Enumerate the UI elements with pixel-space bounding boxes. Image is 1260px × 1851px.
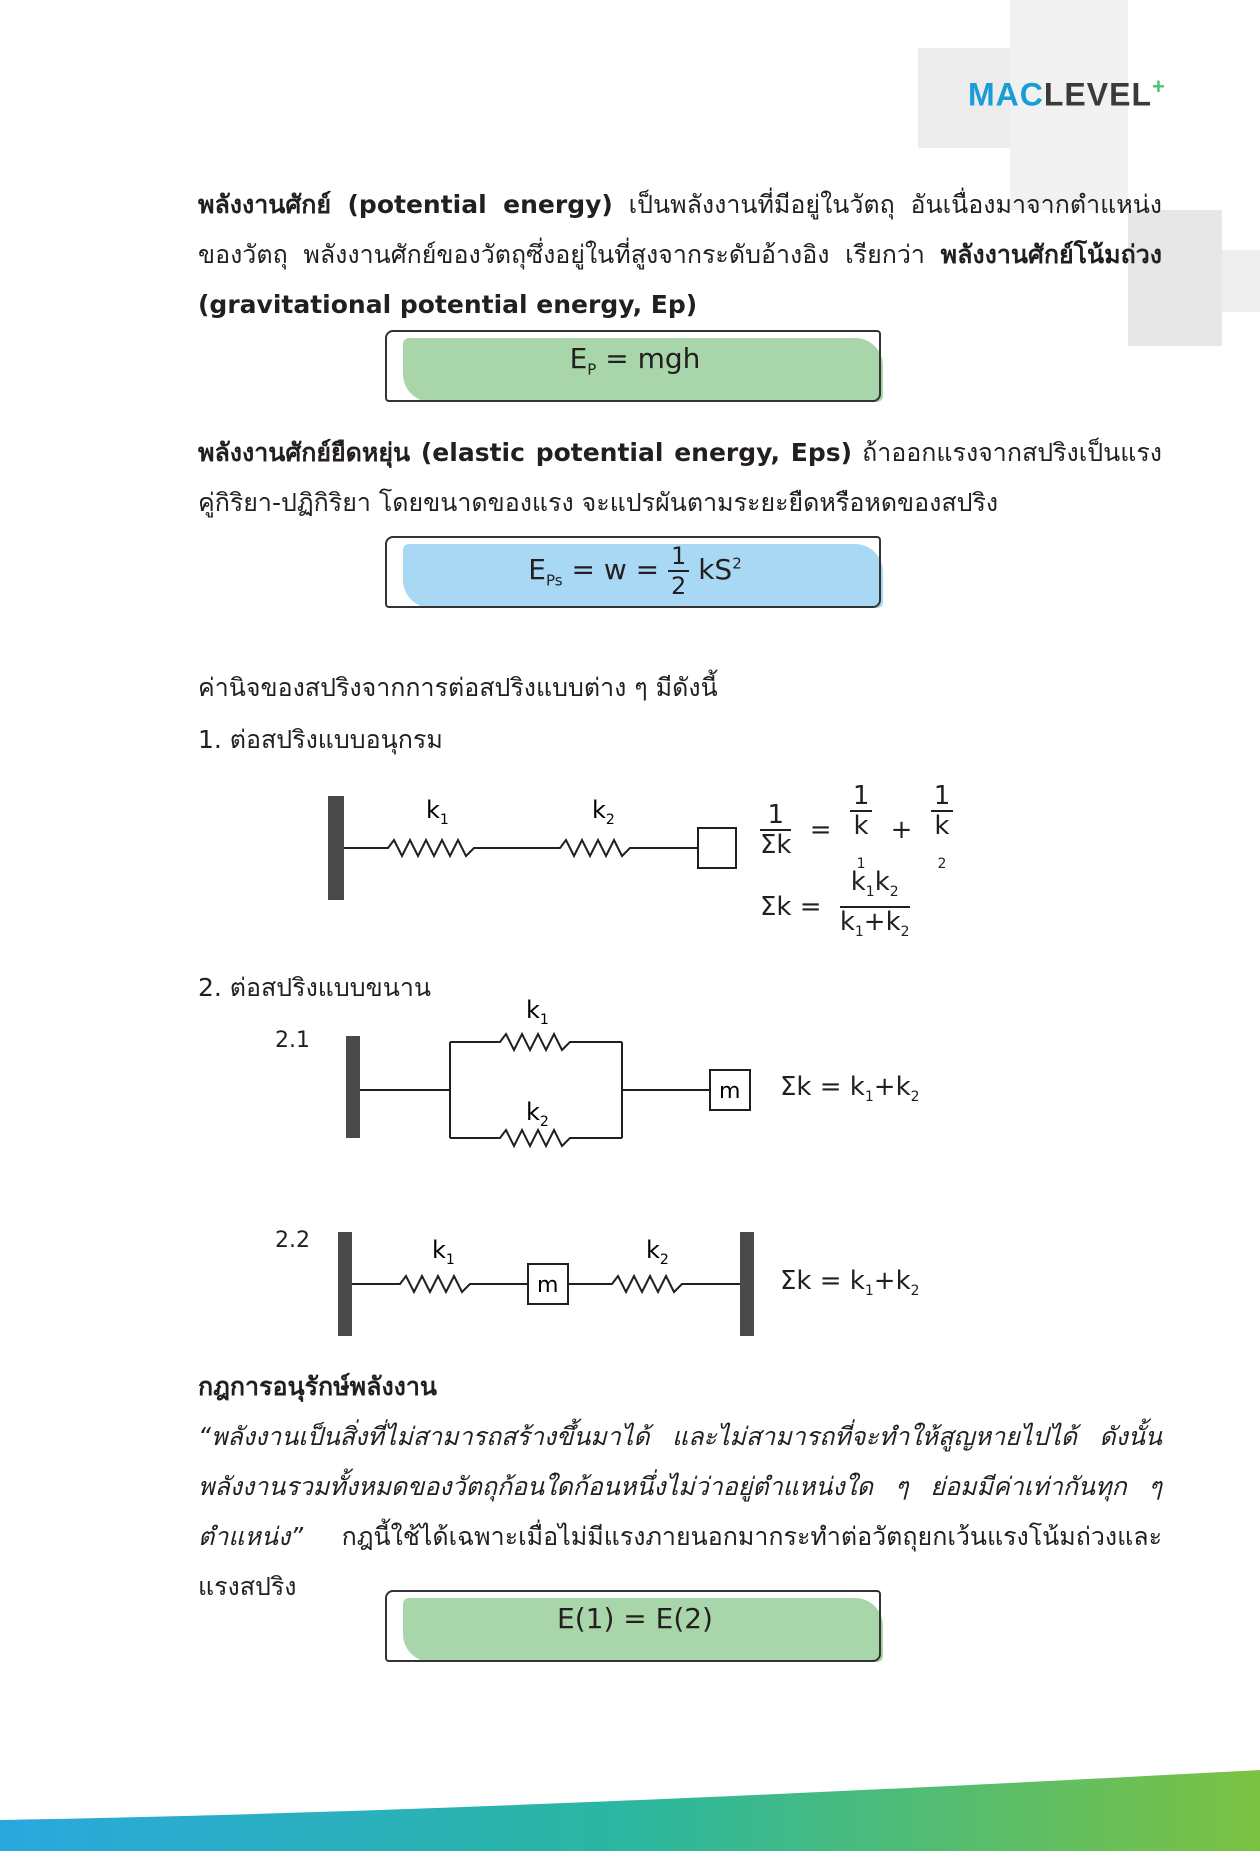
two-wall-spring-diagram: m k1 k2 <box>338 1232 754 1336</box>
svg-text:k1: k1 <box>432 1236 455 1268</box>
svg-text:m: m <box>719 1079 740 1104</box>
parallel-equation-2-2: Σk = k1+k2 <box>780 1266 920 1300</box>
paragraph-elastic-energy: พลังงานศักย์ยืดหยุ่น (elastic potential … <box>198 438 1162 517</box>
sub-label-2-1: 2.1 <box>275 1028 310 1053</box>
conservation-quote: “พลังงานเป็นสิ่งที่ไม่สามารถสร้างขึ้นมาไ… <box>198 1422 1162 1551</box>
conservation-heading: กฎการอนุรักษ์พลังงาน <box>198 1372 438 1401</box>
formula-energy-conservation: E(1) = E(2) <box>385 1590 885 1664</box>
term-gravitational-pe: พลังงานศักย์โน้มถ่วง (gravitational pote… <box>198 240 1162 319</box>
spring-combination-intro: ค่านิจของสปริงจากการต่อสปริงแบบต่าง ๆ มี… <box>198 673 718 702</box>
item-series: 1. ต่อสปริงแบบอนุกรม <box>198 725 443 754</box>
conservation-paragraph: “พลังงานเป็นสิ่งที่ไม่สามารถสร้างขึ้นมาไ… <box>198 1422 1162 1601</box>
decor-square <box>1222 250 1260 312</box>
series-spring-diagram: k1 k2 <box>328 796 737 900</box>
term-elastic-pe: พลังงานศักย์ยืดหยุ่น (elastic potential … <box>198 438 853 467</box>
svg-text:k1: k1 <box>426 796 449 828</box>
paragraph-potential-energy: พลังงานศักย์ (potential energy) เป็นพลัง… <box>198 190 1162 319</box>
svg-text:m: m <box>537 1273 558 1298</box>
parallel-equation-2-1: Σk = k1+k2 <box>780 1072 920 1106</box>
formula-gravitational-pe: EP = mgh <box>385 330 885 404</box>
svg-text:k2: k2 <box>592 796 615 828</box>
brand-logo: MACLEVEL+ <box>968 74 1166 113</box>
sub-label-2-2: 2.2 <box>275 1228 310 1253</box>
decor-square <box>1010 0 1128 210</box>
svg-text:k2: k2 <box>646 1236 669 1268</box>
parallel-spring-diagram: m k1 k2 <box>346 996 751 1149</box>
svg-text:k1: k1 <box>526 996 549 1028</box>
svg-text:k2: k2 <box>526 1098 549 1130</box>
term-potential-energy: พลังงานศักย์ (potential energy) <box>198 190 613 219</box>
item-parallel: 2. ต่อสปริงแบบขนาน <box>198 973 431 1002</box>
footer-gradient-band <box>0 1770 1260 1851</box>
decor-square <box>1128 210 1222 346</box>
